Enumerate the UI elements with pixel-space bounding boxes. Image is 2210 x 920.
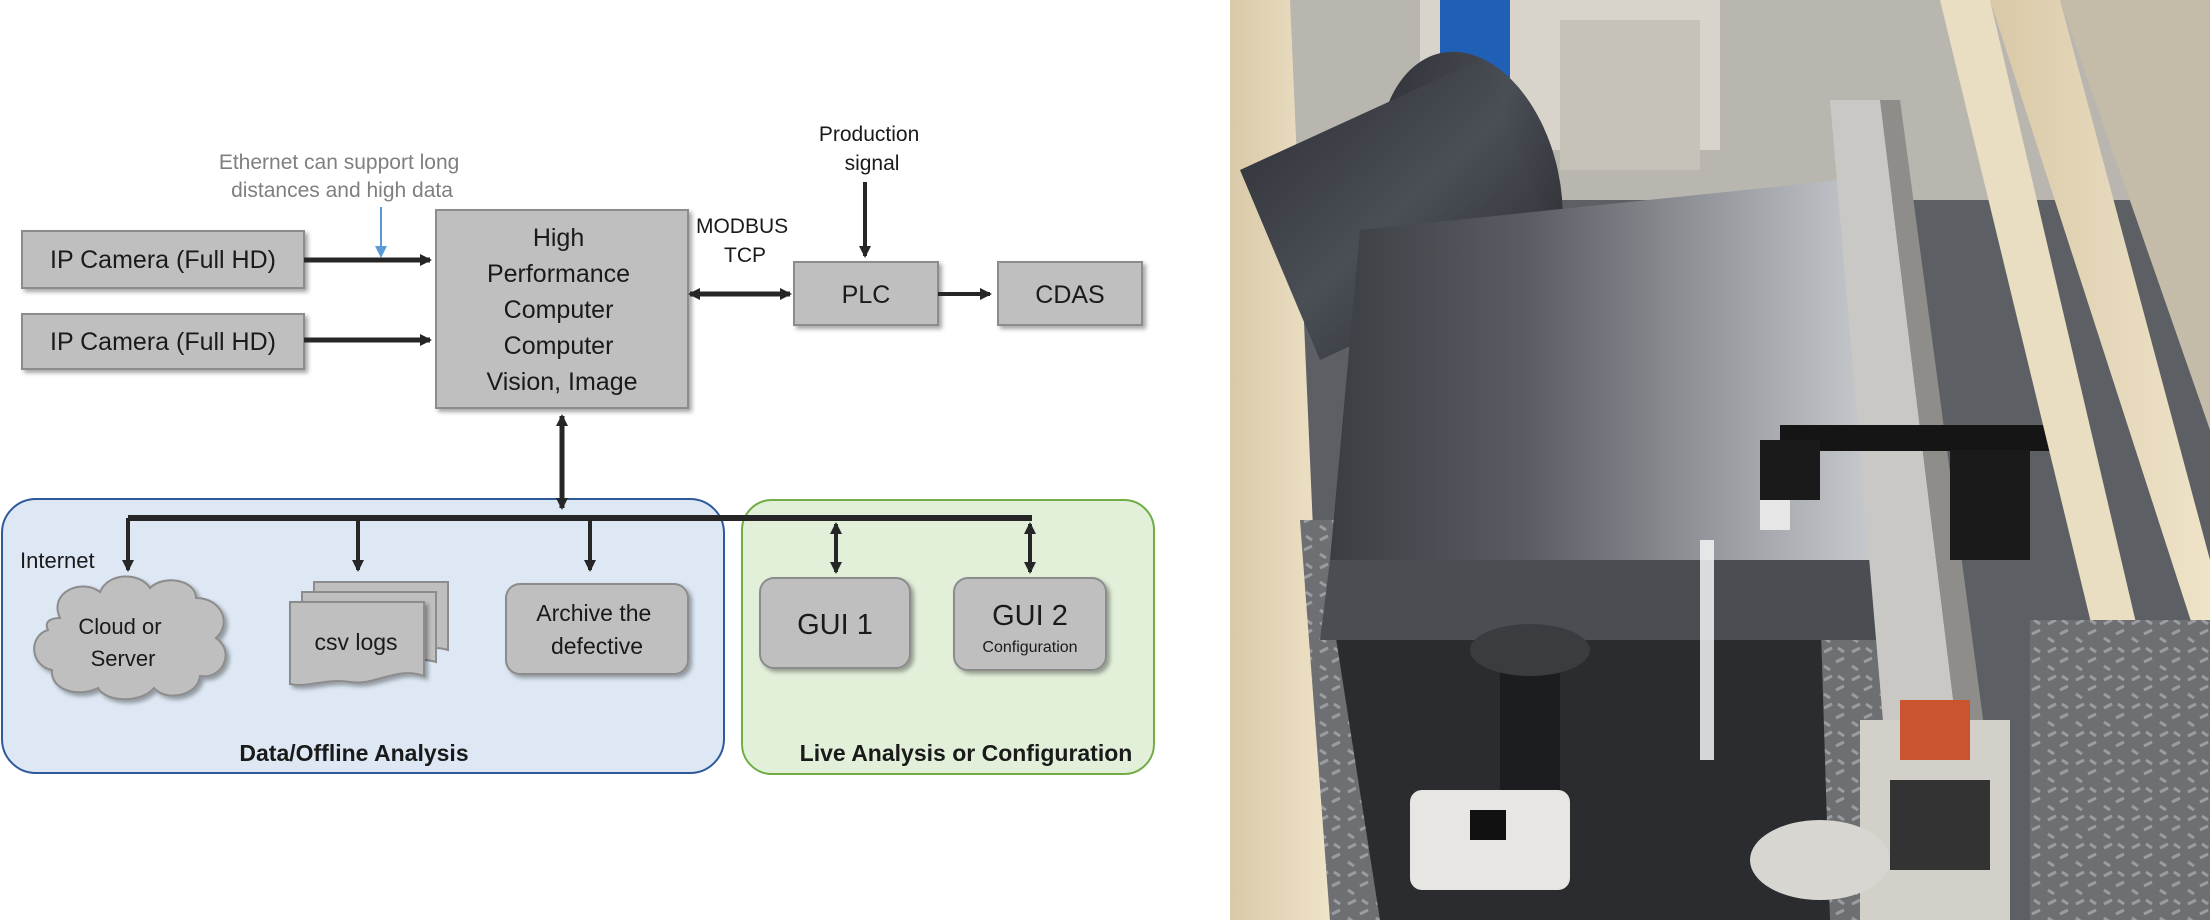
internet-label: Internet [20, 548, 95, 573]
csv-logs-node: csv logs [289, 581, 449, 686]
cloud-label: Cloud or Server [78, 614, 167, 671]
cloud-icon [33, 575, 227, 701]
plc-label: PLC [842, 281, 891, 309]
hpc-label: High Performance Computer Computer Visio… [486, 224, 637, 396]
gui-1-node: GUI 1 [759, 577, 911, 669]
block-diagram: Ethernet can support long distances and … [1, 123, 1155, 775]
gui-2-sublabel: Configuration [982, 639, 1077, 656]
ethernet-annotation: Ethernet can support long distances and … [219, 151, 465, 202]
csv-logs-label: csv logs [314, 629, 397, 655]
gui-2-node: GUI 2 Configuration [953, 577, 1107, 671]
live-panel-label: Live Analysis or Configuration [800, 740, 1133, 766]
data-panel-label: Data/Offline Analysis [239, 740, 468, 766]
production-signal-label: Production signal [819, 123, 925, 175]
ip-camera-label-2: IP Camera (Full HD) [50, 328, 276, 356]
hpc-box: High Performance Computer Computer Visio… [435, 209, 689, 409]
ip-camera-label-1: IP Camera (Full HD) [50, 246, 276, 274]
ip-camera-box-2: IP Camera (Full HD) [21, 313, 305, 370]
ip-camera-box-1: IP Camera (Full HD) [21, 230, 305, 289]
live-analysis-panel [741, 499, 1155, 775]
cdas-label: CDAS [1035, 281, 1104, 309]
machine-photo [1230, 0, 2210, 920]
cloud-server-node: Cloud or Server [33, 575, 227, 701]
archive-label: Archive the defective [536, 600, 657, 659]
modbus-tcp-label: MODBUS TCP [696, 215, 794, 267]
gui-1-label: GUI 1 [797, 609, 873, 641]
document-stack-icon [289, 601, 425, 686]
plc-box: PLC [793, 261, 939, 326]
cdas-box: CDAS [997, 261, 1143, 326]
gui-2-label: GUI 2 [992, 600, 1068, 632]
archive-node: Archive the defective [505, 583, 689, 675]
